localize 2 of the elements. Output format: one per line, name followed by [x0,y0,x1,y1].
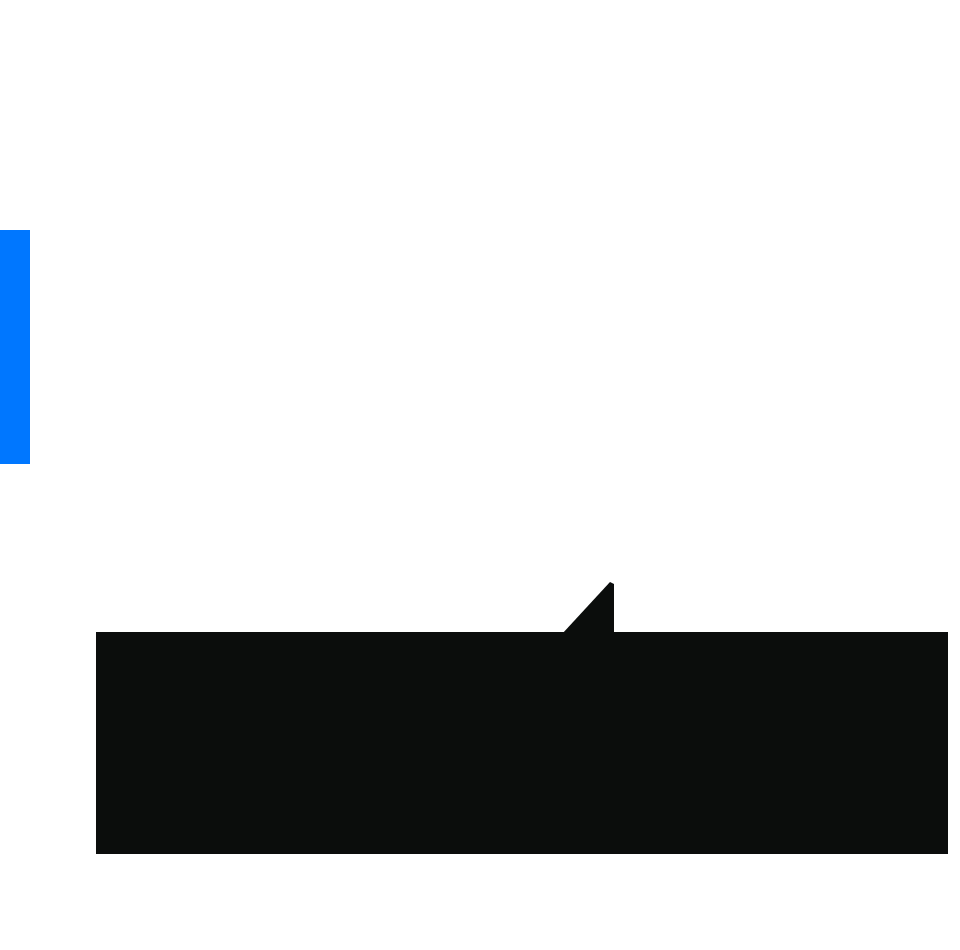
bar-shape [0,230,30,464]
callout-box [96,582,948,854]
